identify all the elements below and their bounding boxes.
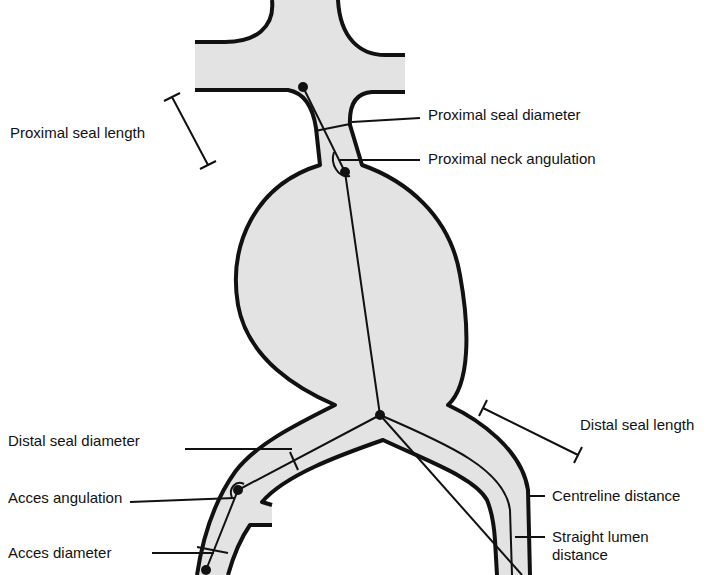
length-label: Distal seal length bbox=[580, 416, 694, 434]
diameter-label: Proximal seal diameter bbox=[428, 106, 581, 124]
length-label: Proximal seal length bbox=[10, 124, 145, 142]
diameter-label: Acces diameter bbox=[8, 544, 111, 562]
distance-label: Straight lumen distance bbox=[552, 528, 692, 564]
centreline-dots bbox=[201, 82, 385, 575]
distance-label: Centreline distance bbox=[552, 487, 680, 505]
angulation-label: Proximal neck angulation bbox=[428, 150, 596, 168]
diameter-label: Distal seal diameter bbox=[8, 432, 140, 450]
vessel-wall bbox=[195, 0, 530, 575]
vessel-fill bbox=[195, 0, 530, 575]
angulation-label: Acces angulation bbox=[8, 489, 122, 507]
